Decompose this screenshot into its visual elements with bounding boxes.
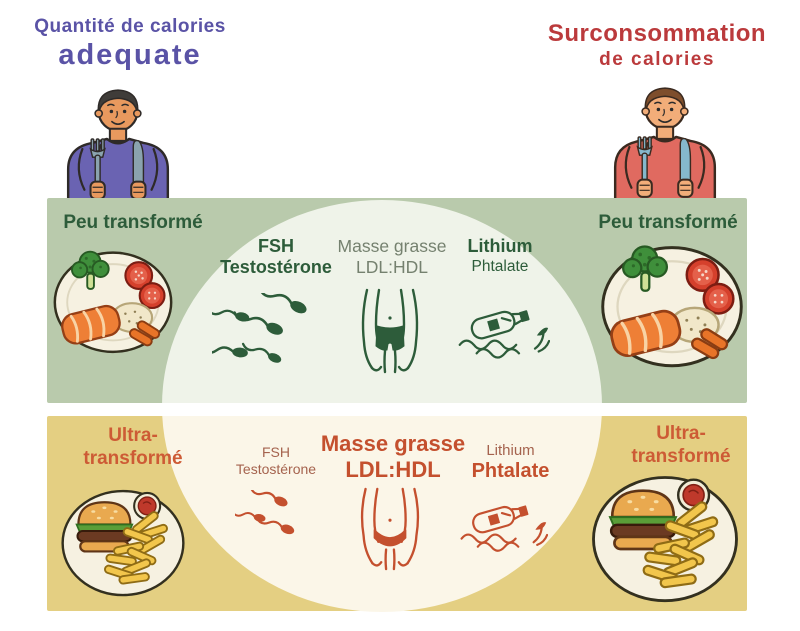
top-fsh: FSH	[258, 236, 294, 256]
top-ldl-hdl: LDL:HDL	[356, 257, 428, 277]
title-adequate-line1: Quantité de calories	[34, 16, 226, 37]
top-lithium: Lithium	[467, 236, 533, 256]
label-ultra-right-line2: transformé	[631, 446, 731, 467]
top-phtalate: Phtalate	[471, 258, 529, 275]
bottom-ldl-hdl: LDL:HDL	[345, 457, 441, 482]
label-peu-transforme-left: Peu transformé	[63, 212, 203, 233]
sperm-icon	[235, 490, 296, 536]
junk-plate-left-illustration	[61, 489, 185, 597]
torso-belly-icon	[362, 488, 418, 570]
bottom-body-fat-label: Masse grasse LDL:HDL	[318, 431, 468, 483]
bottom-phtalate: Phtalate	[471, 460, 550, 482]
bottle-in-water-icon	[459, 305, 550, 358]
bottom-chemicals-label: Lithium Phtalate	[458, 442, 563, 483]
title-adequate-line2: adequate	[58, 39, 202, 71]
label-peu-transforme-right: Peu transformé	[598, 212, 738, 233]
title-overconsumption-line1: Surconsommation	[547, 20, 767, 47]
bottom-hormones-label: FSH Testostérone	[216, 444, 336, 478]
top-chemicals-label: Lithium Phtalate	[450, 236, 550, 276]
top-hormones-label: FSH Testostérone	[215, 236, 337, 278]
top-masse-grasse: Masse grasse	[337, 236, 447, 256]
diner-right-illustration	[613, 86, 717, 202]
label-ultra-right-line1: Ultra-	[656, 423, 706, 444]
title-adequate-calories: Quantité de calories adequate	[4, 16, 256, 72]
title-overconsumption: Surconsommation de calories	[528, 20, 786, 71]
label-ultra-transforme-right: Ultra- transformé	[601, 422, 761, 468]
healthy-plate-right-illustration	[601, 244, 743, 368]
title-overconsumption-line2: de calories	[599, 49, 715, 70]
healthy-plate-left-illustration	[53, 250, 173, 354]
bottle-in-water-icon	[461, 500, 548, 551]
bottom-masse-grasse: Masse grasse	[320, 431, 466, 456]
diner-left-illustration	[66, 88, 170, 204]
bottom-fsh: FSH	[262, 444, 290, 460]
top-testosterone: Testostérone	[220, 257, 332, 277]
bottom-lithium: Lithium	[486, 442, 535, 459]
sperm-icon	[212, 293, 309, 365]
label-ultra-left-line2: transformé	[83, 448, 183, 469]
torso-icon	[363, 290, 417, 372]
label-ultra-left-line1: Ultra-	[108, 425, 158, 446]
junk-plate-right-illustration	[592, 476, 738, 603]
label-ultra-transforme-left: Ultra- transformé	[53, 424, 213, 470]
top-body-fat-label: Masse grasse LDL:HDL	[327, 236, 457, 278]
bottom-testosterone: Testostérone	[235, 461, 317, 477]
